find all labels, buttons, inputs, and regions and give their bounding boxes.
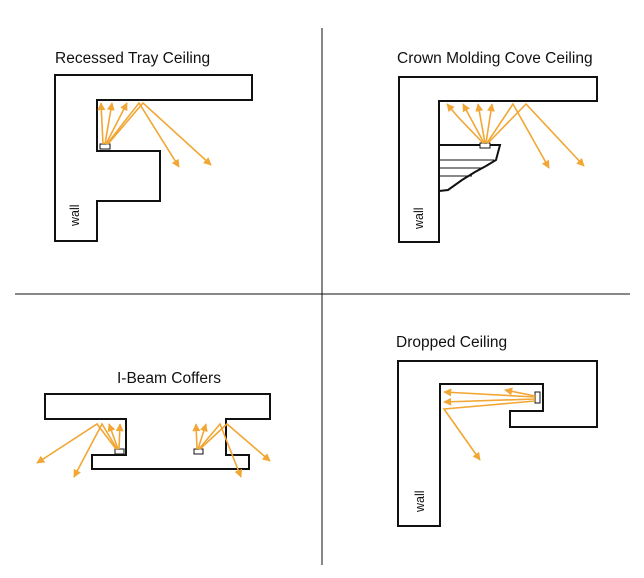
- wall-label: wall: [413, 490, 427, 513]
- i-beam-outline: [44, 393, 271, 470]
- tray-ceiling-outline: [54, 74, 253, 242]
- light-rays-left: [36, 422, 124, 478]
- panel-title: Dropped Ceiling: [396, 334, 507, 351]
- wall-label: wall: [68, 204, 82, 227]
- light-fixture: [534, 391, 541, 404]
- panel-recessed-tray-ceiling: Recessed Tray Ceiling wall: [54, 50, 253, 242]
- panel-i-beam-coffers: I-Beam Coffers: [36, 370, 271, 478]
- panel-title: I-Beam Coffers: [117, 370, 221, 387]
- light-fixture-right: [193, 448, 204, 455]
- cove-ceiling-outline: [398, 76, 598, 243]
- light-rays: [442, 387, 536, 461]
- panel-dropped-ceiling: Dropped Ceiling wall: [396, 334, 598, 527]
- panel-title: Recessed Tray Ceiling: [55, 50, 210, 67]
- light-rays-right: [192, 422, 271, 478]
- light-rays: [97, 101, 212, 168]
- dropped-ceiling-outline: [397, 360, 598, 527]
- light-fixture: [99, 143, 111, 150]
- panel-crown-molding-cove-ceiling: Crown Molding Cove Ceiling wall: [397, 50, 598, 243]
- light-rays: [446, 102, 585, 169]
- wall-label: wall: [412, 207, 426, 230]
- light-fixture: [479, 142, 491, 149]
- panel-title: Crown Molding Cove Ceiling: [397, 50, 593, 67]
- light-fixture-left: [114, 448, 125, 455]
